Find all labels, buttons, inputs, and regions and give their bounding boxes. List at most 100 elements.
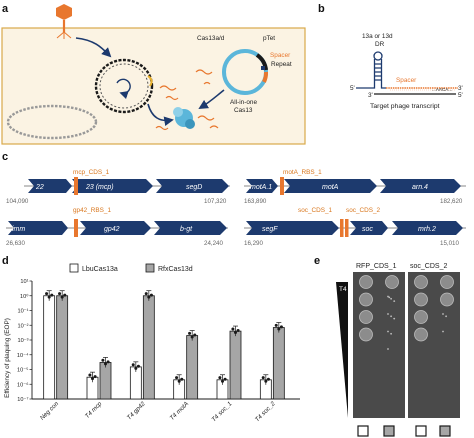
- replicate-point: [91, 377, 94, 381]
- replicate-point: [134, 366, 138, 370]
- coord-right: 15,010: [440, 240, 459, 247]
- plaque-dot: [387, 330, 389, 333]
- x-category-label: Neg con: [39, 400, 61, 422]
- x-category-label: T4 soc_2: [254, 400, 277, 423]
- plaque-dot: [390, 332, 392, 335]
- col-label-soc: soc_CDS_2: [410, 263, 447, 270]
- cleared-spot: [359, 310, 373, 324]
- gene-label: motA.1: [250, 184, 272, 191]
- replicate-point: [149, 293, 153, 297]
- gene-label: 22: [35, 184, 44, 191]
- panel-d-chart: LbuCas13a RfxCas13d Efficiency of plaqui…: [4, 263, 300, 423]
- replicate-point: [236, 329, 240, 333]
- spacer-label-b: Spacer: [396, 77, 417, 84]
- panel-label-b: b: [318, 3, 325, 15]
- target-left-label: 3': [368, 92, 373, 99]
- x-category-label: T4 motA: [169, 400, 190, 421]
- bar-RfxCas13d: [99, 362, 112, 400]
- target-site-marker: [340, 219, 344, 237]
- panel-a: Cas13a/d pTet Spacer Repeat All-in-one C…: [1, 4, 306, 145]
- replicate-point: [264, 379, 268, 383]
- gene-label: imm: [12, 226, 25, 233]
- replicate-point: [223, 377, 227, 381]
- bar-RfxCas13d: [229, 330, 242, 400]
- site-label: soc_CDS_1: [298, 207, 333, 214]
- replicate-point: [101, 358, 105, 362]
- replicate-point: [93, 375, 97, 379]
- cas-label: Cas13a/d: [197, 35, 225, 42]
- coord-left: 163,890: [244, 198, 267, 205]
- gene-label: segF: [262, 226, 278, 233]
- replicate-point: [63, 293, 67, 297]
- replicate-point: [231, 327, 235, 331]
- ptet-label: pTet: [263, 35, 275, 42]
- legend-swatch-rfx: [145, 263, 155, 273]
- plasmid-label-2: Cas13: [234, 107, 253, 114]
- coord-left: 26,630: [6, 240, 25, 247]
- panel-label-a: a: [2, 3, 9, 15]
- gene-label: soc: [362, 226, 373, 233]
- y-tick-label: 10⁻²: [17, 323, 28, 329]
- cleared-spot: [414, 327, 428, 342]
- bar-RfxCas13d: [186, 335, 199, 400]
- repeat-label: Repeat: [271, 61, 292, 68]
- gene-arrow: [392, 221, 463, 235]
- dilution-wedge: [336, 282, 348, 418]
- panel-e: T4 RFP_CDS_1 soc_CDS_2: [336, 263, 460, 437]
- plaque-dot: [388, 296, 391, 299]
- y-tick-label: 10⁻⁵: [17, 367, 29, 374]
- plasmid-label-1: All-in-one: [230, 99, 257, 106]
- strain-box-rfx-2: [439, 425, 451, 437]
- plaque-dot: [445, 315, 447, 318]
- gene-label: 23 (mcp): [85, 184, 114, 191]
- gene-arrow: [72, 179, 153, 193]
- replicate-point: [147, 295, 151, 299]
- gene-arrow: [8, 221, 68, 235]
- target-site-marker: [74, 219, 78, 237]
- spacer-label: Spacer: [270, 52, 291, 59]
- injection-arrow: [75, 37, 112, 58]
- replicate-point: [106, 360, 110, 364]
- plaque-dot: [387, 295, 389, 298]
- y-axis-label: Efficiency of plaquing (EOP): [4, 318, 11, 398]
- y-tick-label: 10⁻¹: [17, 309, 28, 315]
- chart-axes: [29, 280, 300, 400]
- plate-strip-rfp: [353, 272, 405, 418]
- bar-RfxCas13d: [142, 295, 155, 400]
- y-tick-label: 10⁰: [20, 293, 29, 300]
- locus-mota: motA_RBS_1 motA.1 motA arn.4 163,890 182…: [244, 169, 466, 205]
- coord-right: 107,320: [204, 198, 227, 205]
- transcript-label: Target phage transcript: [370, 103, 440, 110]
- dr-label-2: DR: [375, 41, 385, 48]
- gene-arrow: [380, 179, 461, 193]
- legend-swatch-lbu: [69, 263, 79, 273]
- target-seq: ...AACA...: [432, 87, 452, 92]
- replicate-point: [193, 333, 197, 337]
- gene-arrow: [350, 221, 388, 235]
- gene-arrow: [154, 221, 227, 235]
- site-label: gp42_RBS_1: [73, 207, 111, 214]
- phage-icon: [56, 4, 72, 39]
- gene-label: segD: [186, 184, 202, 191]
- gene-label: gp42: [104, 226, 120, 233]
- plaque-dot: [393, 300, 396, 302]
- three-prime-label: 3': [458, 85, 463, 92]
- expression-arrow: [198, 89, 225, 109]
- plaque-dot: [390, 315, 392, 318]
- target-site-marker: [74, 177, 78, 195]
- bar-RfxCas13d: [272, 327, 285, 400]
- plaque-spots: [359, 275, 454, 350]
- gene-arrow: [246, 221, 339, 235]
- plaque-dot: [387, 348, 389, 350]
- panel-label-d: d: [2, 255, 9, 267]
- y-tick-label: 10⁻⁴: [17, 352, 29, 359]
- bar-RfxCas13d: [56, 295, 69, 400]
- plaque-dot: [390, 297, 392, 300]
- hairpin-icon: [356, 51, 386, 89]
- replicate-point: [58, 292, 62, 296]
- gene-arrow: [156, 179, 229, 193]
- five-prime-label: 5': [350, 85, 355, 92]
- locus-mcp: mcp_CDS_1 22 23 (mcp) segD 104,090 107,3…: [6, 169, 230, 205]
- gene-arrow: [284, 179, 377, 193]
